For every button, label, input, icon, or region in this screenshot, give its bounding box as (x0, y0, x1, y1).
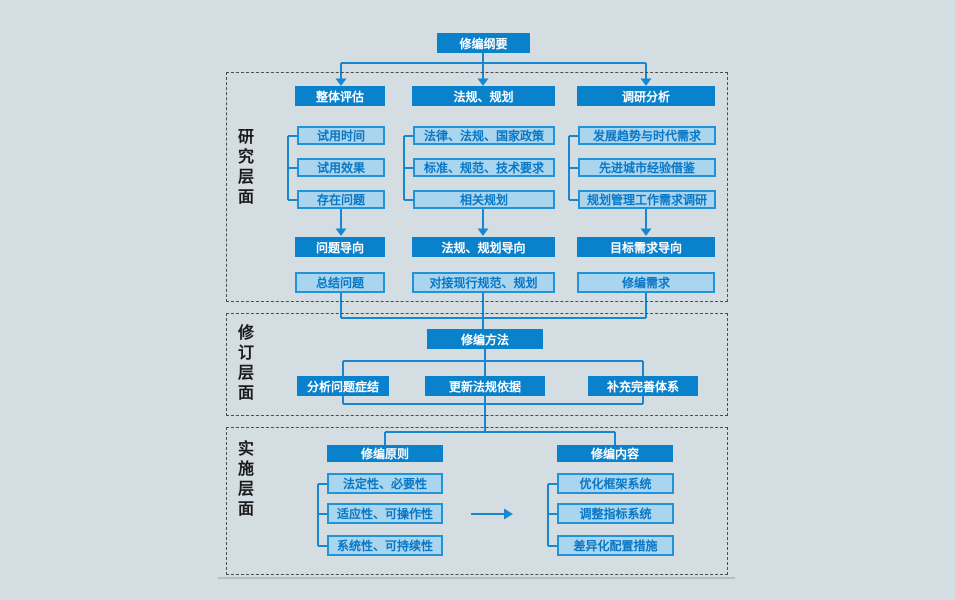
item-standards-requirements: 标准、规范、技术要求 (413, 158, 555, 177)
result-align-standards: 对接现行规范、规划 (412, 272, 555, 293)
principle-adaptability-operability: 适应性、可操作性 (327, 503, 443, 524)
header-revision-principles: 修编原则 (327, 445, 443, 462)
item-laws-policies: 法律、法规、国家政策 (413, 126, 555, 145)
item-existing-problems: 存在问题 (297, 190, 385, 209)
item-related-planning: 相关规划 (413, 190, 555, 209)
content-differentiated-allocation: 差异化配置措施 (557, 535, 674, 556)
method-item-analyze-problems: 分析问题症结 (297, 376, 389, 396)
principle-legality-necessity: 法定性、必要性 (327, 473, 443, 494)
orientation-problem: 问题导向 (295, 237, 385, 257)
section-frame-research (226, 72, 728, 302)
root-box: 修编纲要 (437, 33, 530, 53)
orientation-goal-demand: 目标需求导向 (577, 237, 715, 257)
result-revision-demand: 修编需求 (577, 272, 715, 293)
item-development-trends: 发展趋势与时代需求 (578, 126, 716, 145)
item-trial-time: 试用时间 (297, 126, 385, 145)
section-label-revision: 修订层面 (235, 324, 252, 404)
result-summarize-problems: 总结问题 (295, 272, 385, 293)
item-management-survey: 规划管理工作需求调研 (578, 190, 716, 209)
content-optimize-framework: 优化框架系统 (557, 473, 674, 494)
principle-systematic-sustainable: 系统性、可持续性 (327, 535, 443, 556)
header-overall-evaluation: 整体评估 (295, 86, 385, 106)
header-survey-analysis: 调研分析 (577, 86, 715, 106)
item-city-experience: 先进城市经验借鉴 (578, 158, 716, 177)
method-item-complete-system: 补充完善体系 (588, 376, 698, 396)
content-adjust-indicators: 调整指标系统 (557, 503, 674, 524)
header-revision-contents: 修编内容 (557, 445, 673, 462)
method-box: 修编方法 (427, 329, 543, 349)
header-regulations-planning: 法规、规划 (412, 86, 555, 106)
item-trial-effect: 试用效果 (297, 158, 385, 177)
section-frame-implementation (226, 427, 728, 575)
section-label-research: 研究层面 (235, 128, 252, 208)
method-item-update-basis: 更新法规依据 (425, 376, 545, 396)
section-frame-revision (226, 313, 728, 416)
orientation-regulation-planning: 法规、规划导向 (412, 237, 555, 257)
bottom-divider-line (218, 577, 735, 579)
section-label-implementation: 实施层面 (235, 440, 252, 520)
